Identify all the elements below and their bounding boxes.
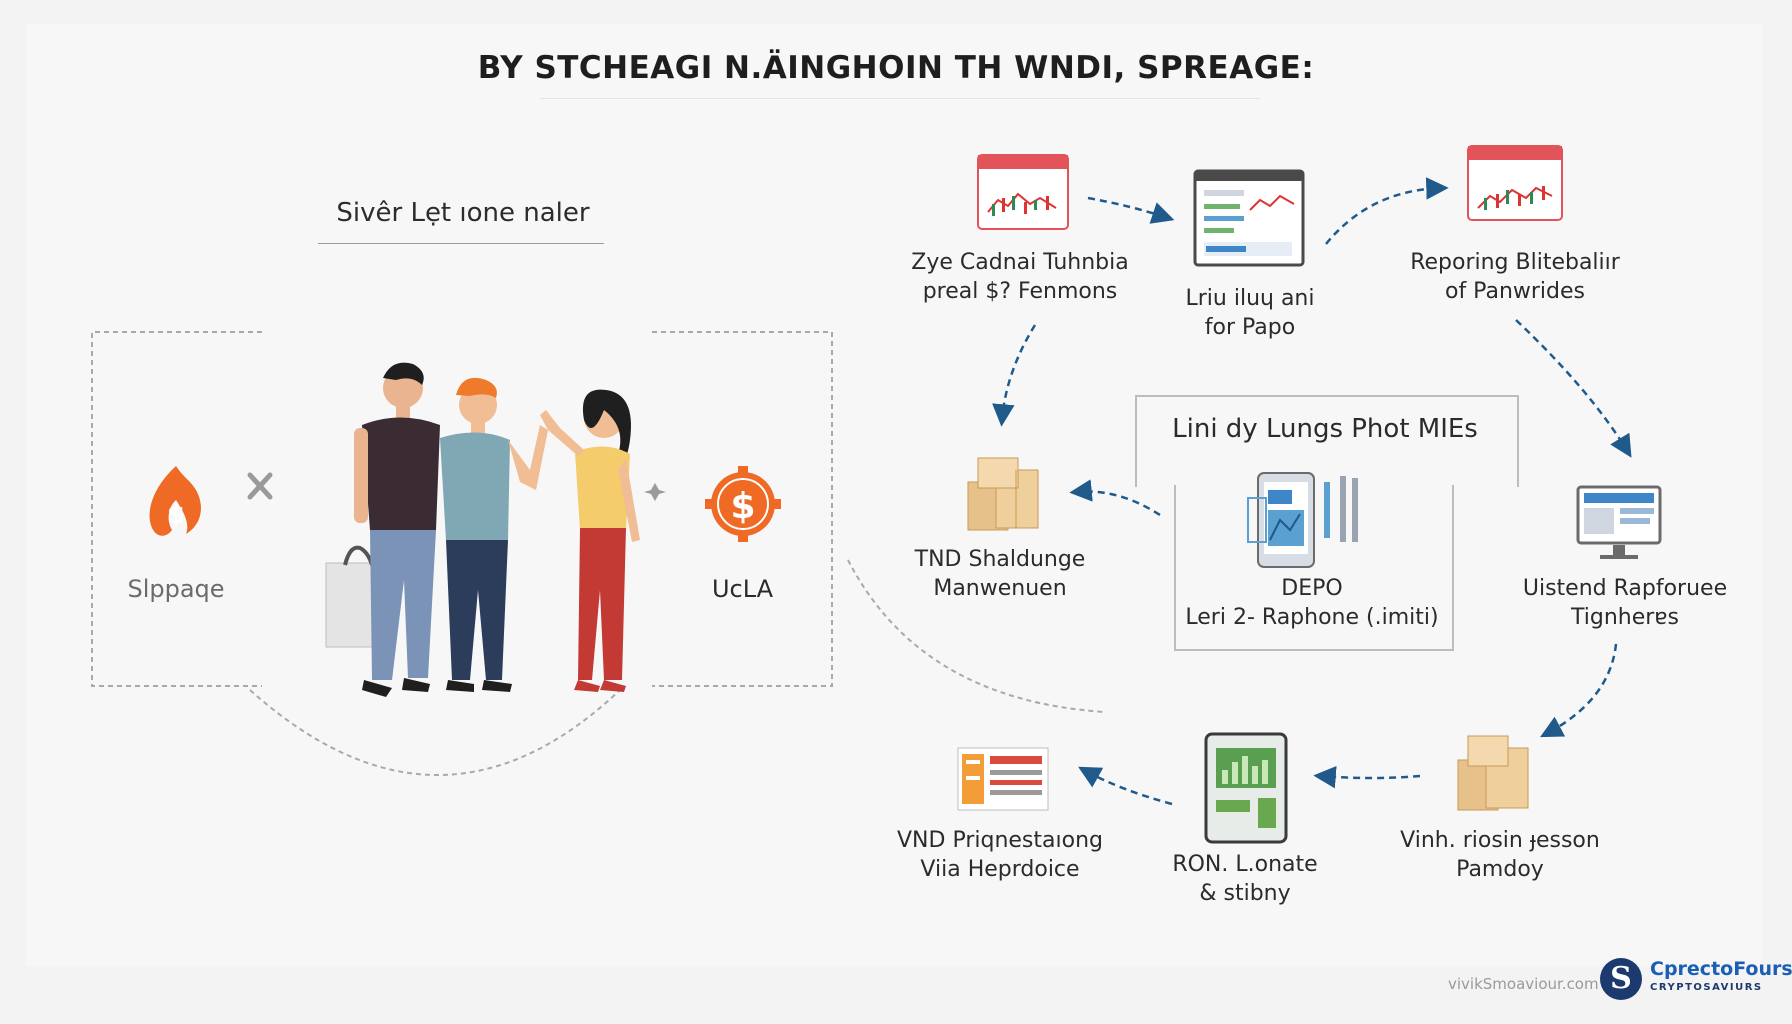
boxes-icon <box>967 457 1039 531</box>
phone-chart-icon <box>1247 472 1358 568</box>
svg-text:$: $ <box>167 500 185 530</box>
left-side-label: Slppaqe <box>127 575 225 603</box>
monitor-icon <box>1576 485 1662 559</box>
tablet-chart-icon <box>1204 732 1288 844</box>
watermark-text: vivikSmoaviour.com <box>1448 975 1599 993</box>
node-label: RON. L.onate& stibny <box>1172 852 1318 906</box>
right-side-label: UcLA <box>711 575 774 603</box>
left-panel-heading: Sivêr Lẹt ıone naler <box>336 198 590 228</box>
calendar-chart-icon <box>977 154 1069 230</box>
center-box-frame <box>1135 395 1519 487</box>
fire-dollar-icon: $ <box>149 466 201 536</box>
brand-tagline: CRYPTOSAVIURS <box>1650 982 1763 993</box>
flow-arrows <box>992 177 1632 806</box>
left-panel-frame <box>91 331 1106 776</box>
document-icon <box>957 747 1049 811</box>
svg-text:$: $ <box>730 486 755 527</box>
people-illustration <box>325 362 640 697</box>
brand-logo: S <box>1600 958 1642 1000</box>
dollar-gear-icon: $ <box>705 466 781 542</box>
center-inner-frame <box>1174 485 1454 651</box>
boxes-icon <box>1457 735 1529 811</box>
close-icon <box>247 472 273 500</box>
center-box-title: Lini dy Lungs Phot MIEs <box>1172 414 1478 444</box>
calendar-chart-icon <box>1467 145 1563 221</box>
sparkle-icon <box>644 483 666 501</box>
heading-underline <box>318 243 604 244</box>
page-title: BY STCHEAGI N.ÄINGHOIN TH WNDI, SPREAGE: <box>477 50 1315 86</box>
dashboard-window-icon <box>1193 169 1305 267</box>
brand-name: CprectoFours <box>1650 958 1792 980</box>
title-divider <box>540 98 1260 99</box>
